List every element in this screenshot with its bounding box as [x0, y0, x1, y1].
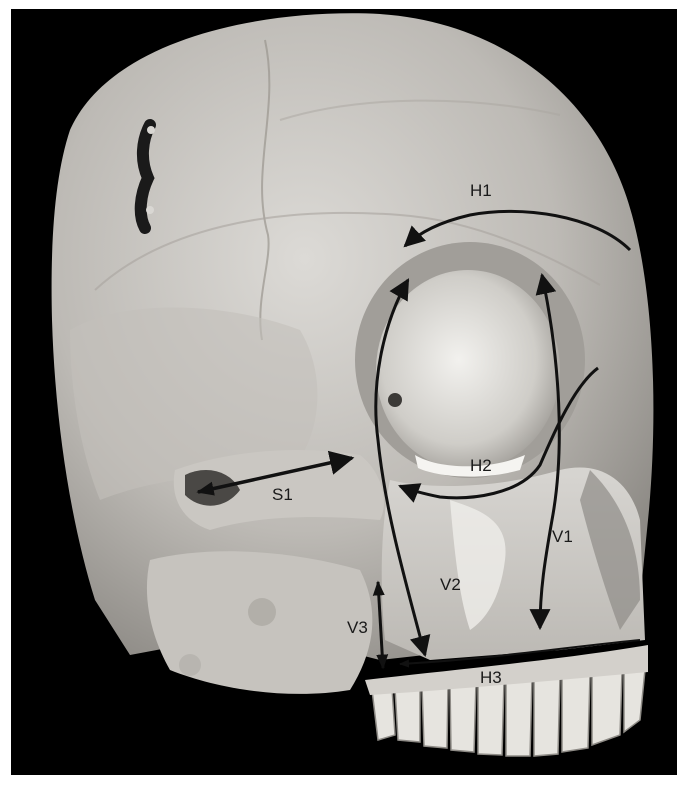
label-v3: V3 — [347, 618, 368, 637]
label-v1: V1 — [552, 527, 573, 546]
orbit-foramen — [388, 393, 402, 407]
label-s1: S1 — [272, 485, 293, 504]
coronoid — [179, 654, 201, 676]
orbit-socket — [376, 270, 560, 470]
label-h2: H2 — [470, 456, 492, 475]
label-v2: V2 — [440, 575, 461, 594]
label-h3: H3 — [480, 668, 502, 687]
condyle — [248, 598, 276, 626]
label-h1: H1 — [470, 181, 492, 200]
